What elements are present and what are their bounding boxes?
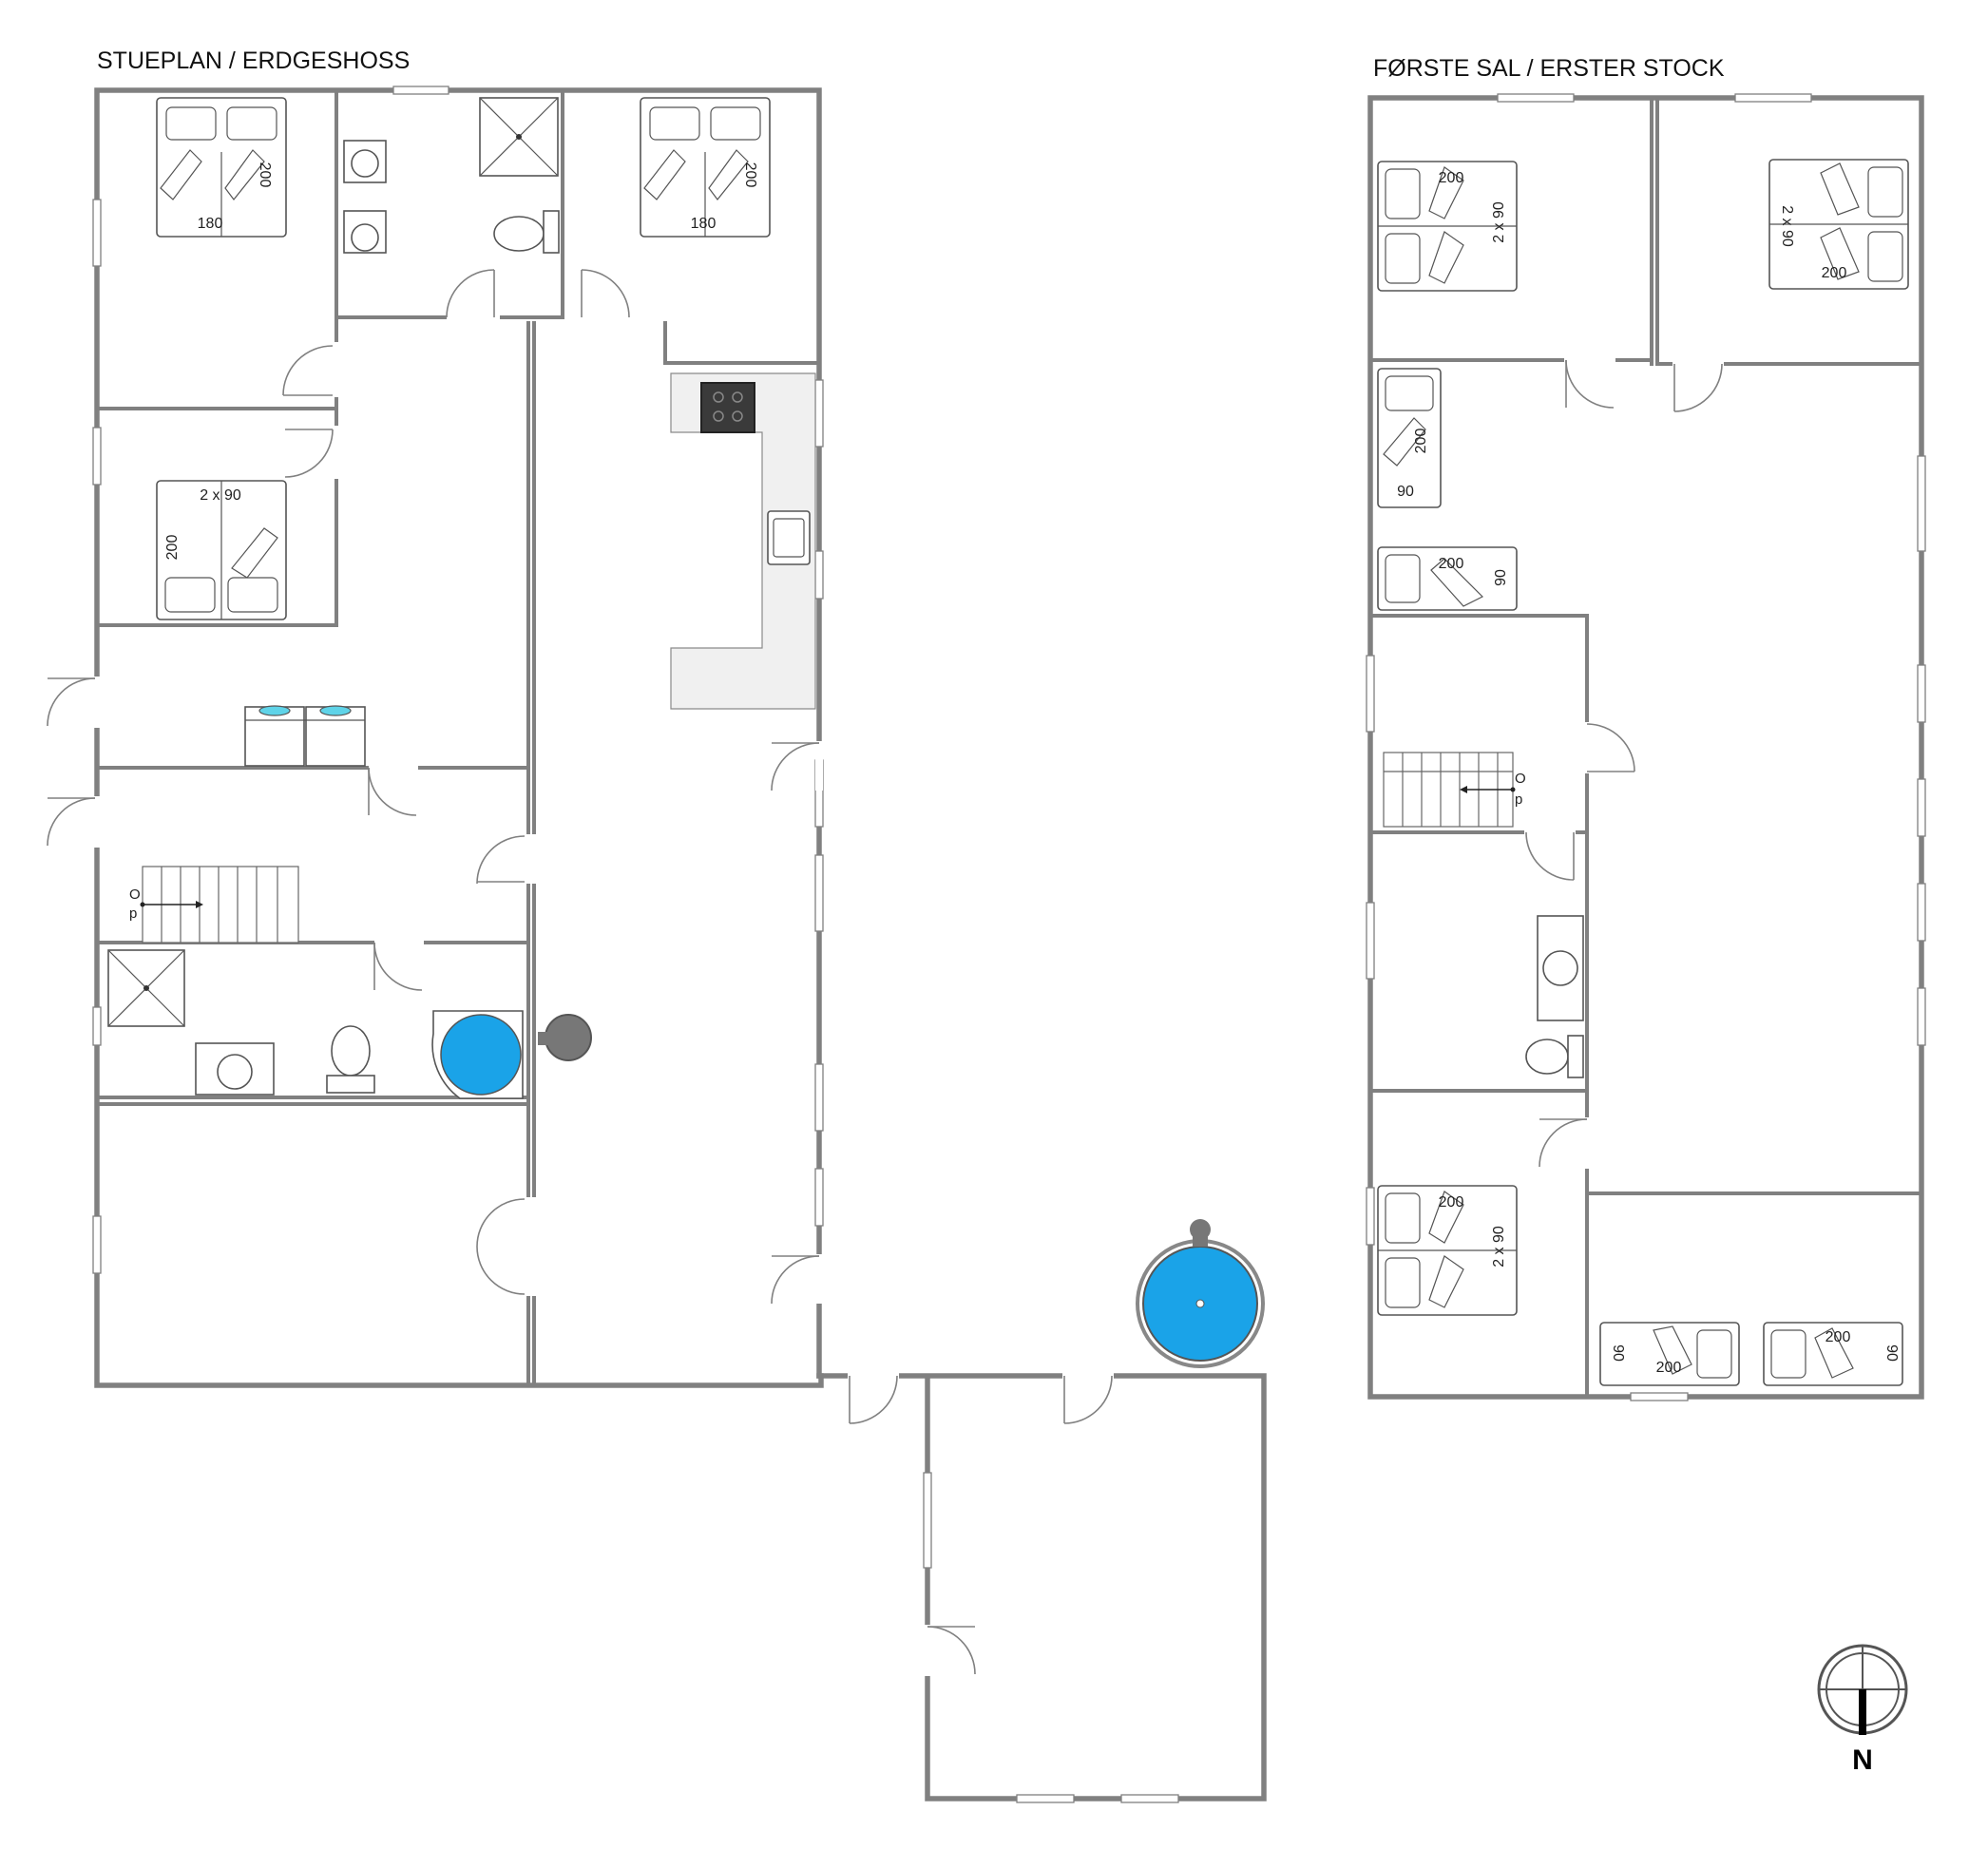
ground-bedroom2-bed: 180 200	[640, 97, 771, 238]
first-bed6-length: 200	[1656, 1360, 1682, 1376]
first-bed5-width: 2 x 90	[1491, 1226, 1507, 1268]
first-bedroom4-bed-left: 200 90	[1599, 1322, 1740, 1386]
ground-bed3-length: 200	[164, 535, 181, 561]
ground-floor-title: STUEPLAN / ERDGESHOSS	[97, 48, 410, 74]
ground-bed2-width: 180	[691, 216, 717, 232]
first-bathroom-fixtures	[1525, 915, 1584, 1078]
first-staircase: O p	[1383, 752, 1526, 828]
first-bedroom1-bed: 200 2 x 90	[1377, 161, 1518, 292]
ground-bedroom3-bed: 2 x 90 200	[156, 480, 287, 620]
ground-bed1-width: 180	[198, 216, 223, 232]
first-stairs-p: p	[1515, 791, 1522, 808]
ground-bathroom1-fixtures	[343, 97, 560, 254]
first-stairs-o: O	[1515, 771, 1526, 787]
first-bed1-width: 2 x 90	[1491, 201, 1507, 243]
first-bed1-length: 200	[1439, 170, 1464, 186]
ground-washing-machines	[244, 705, 366, 767]
first-bedroom2-bed: 200 2 x 90	[1768, 159, 1909, 290]
first-bed2-width: 2 x 90	[1779, 205, 1795, 247]
first-bedroom3-bed: 200 2 x 90	[1377, 1185, 1518, 1316]
first-bed7-length: 200	[1826, 1329, 1851, 1345]
hot-tub	[1136, 1219, 1265, 1368]
ground-floor-doors	[47, 269, 1114, 1676]
first-bed3-width: 90	[1397, 484, 1414, 500]
ground-floor-walls	[94, 87, 1267, 1801]
first-bed4-length: 200	[1439, 556, 1464, 572]
first-bed7-width: 90	[1883, 1344, 1900, 1362]
first-landing-bed-horizontal: 200 90	[1377, 546, 1518, 611]
ground-stairs-p: p	[129, 905, 137, 922]
first-floor-windows	[1366, 93, 1926, 1401]
ground-bedroom1-bed: 180 200	[156, 97, 287, 238]
ground-bed2-length: 200	[742, 162, 758, 188]
first-bed6-width: 90	[1610, 1344, 1626, 1362]
ground-floor-windows	[92, 86, 1179, 1803]
ground-bathroom2-fixtures	[107, 949, 524, 1099]
first-landing-bed-vertical: 90 200	[1377, 368, 1442, 508]
ground-bed1-length: 200	[257, 162, 273, 188]
first-bed3-length: 200	[1413, 429, 1429, 454]
first-bed4-width: 90	[1493, 569, 1509, 586]
ground-staircase: O p	[129, 866, 299, 944]
ground-fireplace	[538, 1014, 592, 1061]
first-bed5-length: 200	[1439, 1194, 1464, 1210]
north-compass: N	[1817, 1644, 1908, 1776]
first-bed2-length: 200	[1822, 265, 1847, 281]
first-floor-title: FØRSTE SAL / ERSTER STOCK	[1373, 55, 1725, 82]
ground-bed3-width: 2 x 90	[200, 487, 241, 504]
compass-label: N	[1852, 1744, 1873, 1776]
ground-kitchen-counter	[670, 372, 816, 710]
first-floor-doors	[1524, 356, 1724, 1169]
first-bedroom4-bed-right: 200 90	[1763, 1322, 1903, 1386]
ground-stairs-o: O	[129, 886, 141, 903]
